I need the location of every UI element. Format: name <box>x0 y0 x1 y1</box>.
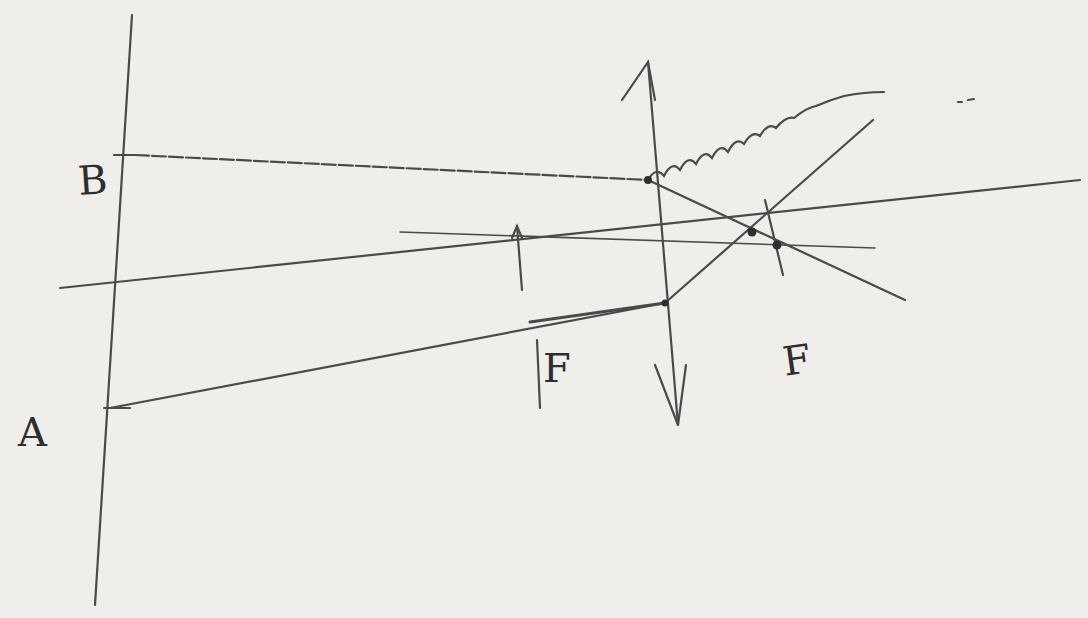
focus-label: F <box>780 338 813 381</box>
point-label: B <box>77 159 109 201</box>
focus-label: F <box>543 348 571 388</box>
point-label: A <box>18 412 47 452</box>
